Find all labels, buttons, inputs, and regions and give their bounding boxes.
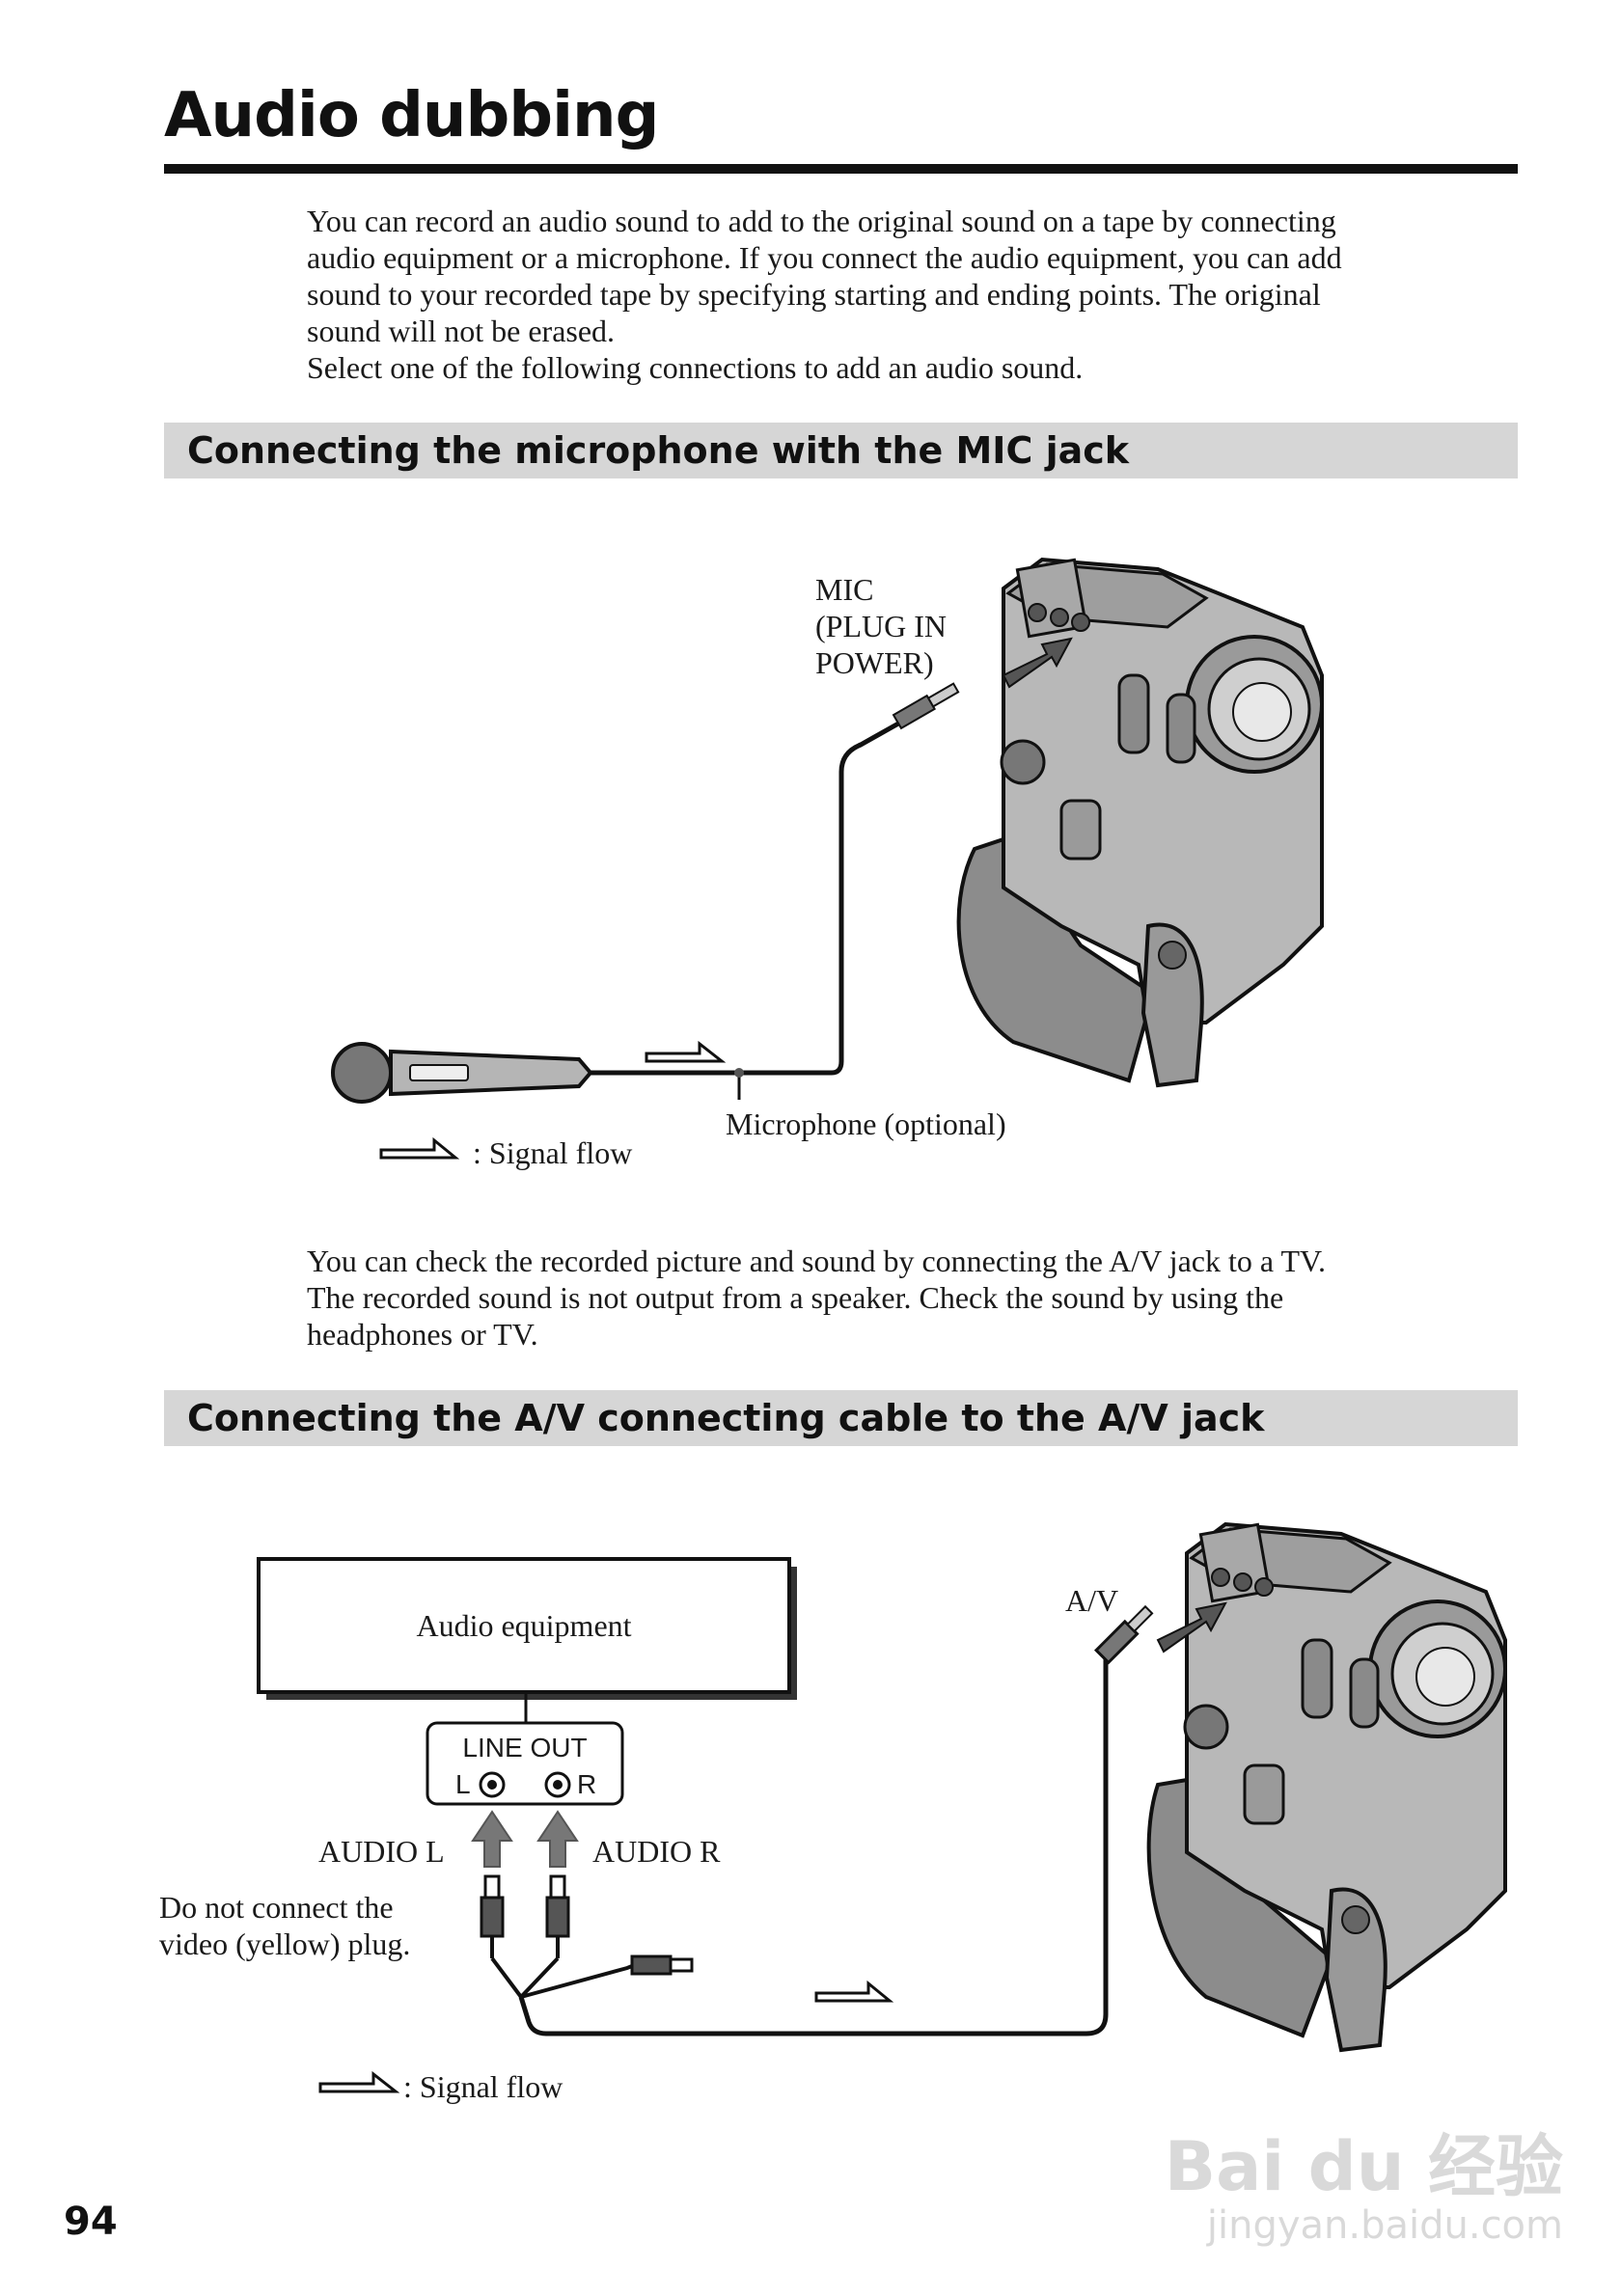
rca-plug-right [545,1874,570,1958]
section-title-av: Connecting the A/V connecting cable to t… [187,1397,1265,1439]
mic-label-line: MIC [815,572,874,607]
av-plug [1093,1604,1154,1665]
page-title: Audio dubbing [164,80,659,151]
jack-l-label: L [455,1769,471,1799]
check-line: The recorded sound is not output from a … [307,1280,1284,1315]
audio-r-label: AUDIO R [592,1834,721,1869]
audio-equipment-box [257,1557,791,1694]
camcorder-illustration-2 [1146,1521,1507,2053]
microphone-label: Microphone (optional) [726,1107,1006,1141]
intro-line: Select one of the following connections … [307,350,1084,385]
watermark-main: Bai du 经验 [1164,2127,1563,2206]
page-number: 94 [64,2200,118,2244]
intro-paragraph: You can record an audio sound to add to … [307,203,1342,386]
check-line: headphones or TV. [307,1317,538,1352]
mic-plug [892,682,960,730]
rca-plug-left [480,1874,505,1958]
signal-flow-legend-arrow-2 [318,2070,400,2093]
section-header-mic: Connecting the microphone with the MIC j… [164,423,1518,478]
camcorder-illustration [956,557,1324,1088]
note-line: video (yellow) plug. [159,1927,411,1961]
line-out-label: LINE OUT [462,1733,588,1763]
microphone-illustration [331,1042,593,1104]
intro-line: You can record an audio sound to add to … [307,204,1336,238]
section-header-av: Connecting the A/V connecting cable to t… [164,1390,1518,1446]
audio-l-label: AUDIO L [318,1834,445,1869]
jack-r-label: R [577,1769,597,1799]
intro-line: sound will not be erased. [307,314,616,348]
check-paragraph: You can check the recorded picture and s… [307,1243,1326,1353]
av-jack-label: A/V [1065,1583,1119,1618]
watermark-logo: Bai du 经验 jingyan.baidu.com [1165,2130,1563,2248]
mic-label-line: POWER) [815,645,934,680]
video-plug-unconnected [630,1954,694,1976]
mic-jack-label: MIC (PLUG IN POWER) [815,571,947,681]
signal-flow-legend-2: : Signal flow [403,2069,563,2104]
audio-equipment-label: Audio equipment [416,1608,632,1643]
mic-label-line: (PLUG IN [815,609,947,643]
section-title-mic: Connecting the microphone with the MIC j… [187,429,1130,472]
watermark-sub: jingyan.baidu.com [1206,2203,1563,2248]
check-line: You can check the recorded picture and s… [307,1244,1327,1278]
signal-flow-legend-arrow [379,1136,460,1160]
intro-line: sound to your recorded tape by specifyin… [307,277,1321,312]
yellow-plug-note: Do not connect the video (yellow) plug. [159,1889,410,1962]
intro-line: audio equipment or a microphone. If you … [307,240,1342,275]
signal-flow-legend: : Signal flow [473,1135,633,1170]
note-line: Do not connect the [159,1890,394,1925]
title-rule [164,164,1518,174]
